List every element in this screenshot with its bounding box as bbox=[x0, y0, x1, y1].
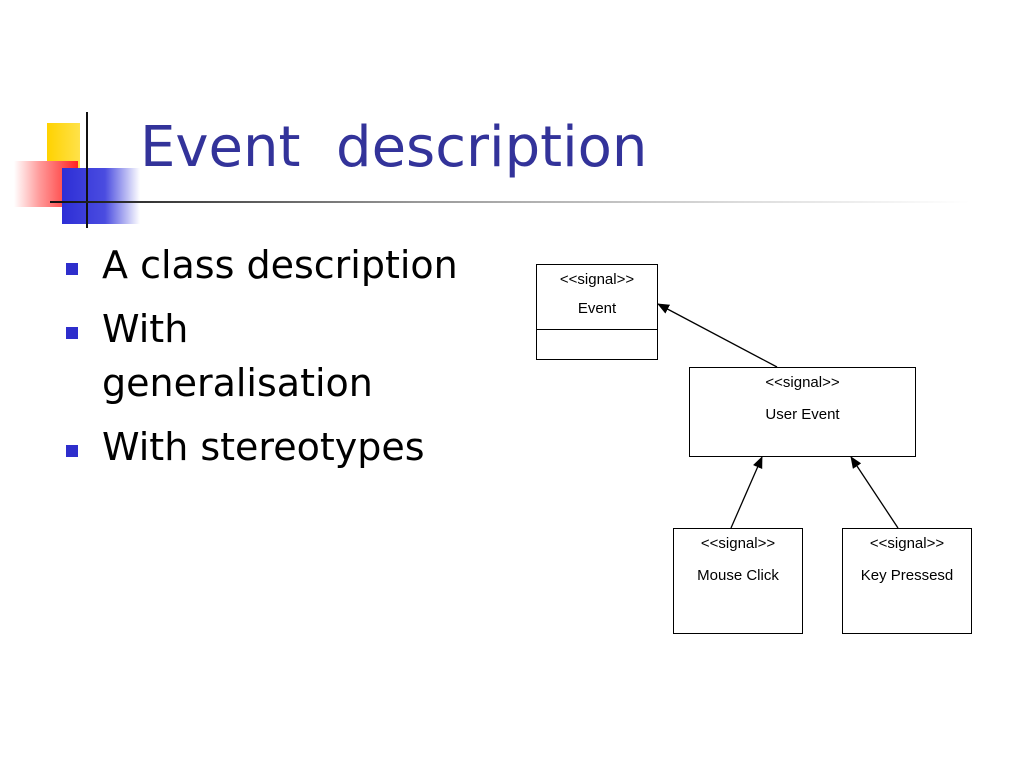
decor-vertical-line bbox=[86, 112, 88, 228]
stereotype-label: <<signal>> bbox=[765, 374, 840, 391]
class-box-user-event: <<signal>> User Event bbox=[689, 367, 916, 457]
bullet-item: With generalisation bbox=[62, 302, 492, 410]
decor-blue-square bbox=[62, 168, 140, 224]
slide-title: Event description bbox=[140, 115, 648, 180]
bullet-square-icon bbox=[66, 263, 78, 275]
title-underline bbox=[50, 201, 970, 203]
class-box-key-pressed: <<signal>> Key Pressesd bbox=[842, 528, 972, 634]
attribute-compartment bbox=[537, 329, 657, 330]
stereotype-label: <<signal>> bbox=[700, 535, 776, 552]
class-name: Event bbox=[577, 300, 617, 317]
arrow-user-event-to-event bbox=[657, 303, 778, 368]
bullet-item: A class description bbox=[62, 238, 492, 292]
stereotype-label: <<signal>> bbox=[559, 271, 635, 288]
bullet-text: With generalisation bbox=[102, 307, 373, 405]
class-name: Mouse Click bbox=[697, 567, 779, 584]
bullet-text: A class description bbox=[102, 243, 458, 287]
bullet-text: With stereotypes bbox=[102, 425, 425, 469]
bullet-list: A class description With generalisation … bbox=[62, 238, 492, 484]
bullet-square-icon bbox=[66, 445, 78, 457]
bullet-item: With stereotypes bbox=[62, 420, 492, 474]
class-box-event: <<signal>> Event bbox=[536, 264, 658, 360]
stereotype-label: <<signal>> bbox=[869, 535, 945, 552]
class-box-mouse-click: <<signal>> Mouse Click bbox=[673, 528, 803, 634]
arrow-mouse-click-to-user-event bbox=[730, 456, 763, 529]
class-name: Key Pressesd bbox=[860, 567, 954, 584]
bullet-square-icon bbox=[66, 327, 78, 339]
arrow-key-pressed-to-user-event bbox=[850, 456, 899, 529]
class-name: User Event bbox=[765, 406, 840, 423]
